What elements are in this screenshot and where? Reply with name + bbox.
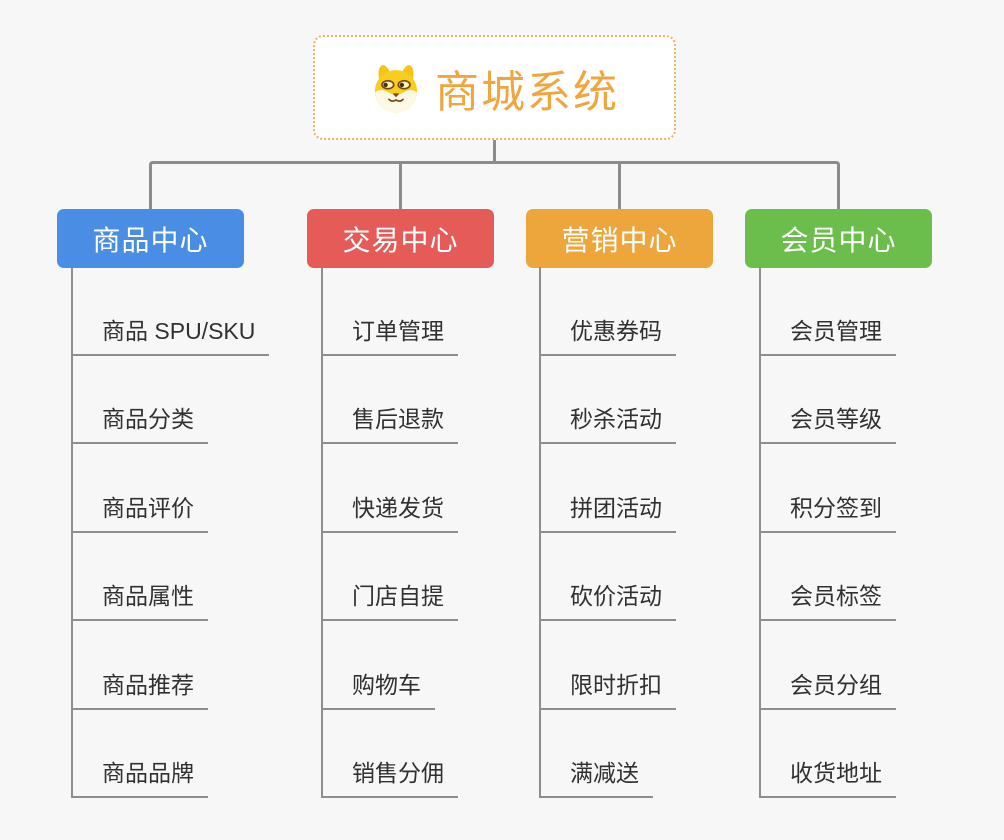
branch-label: 交易中心 [342,224,459,256]
item-label: 秒杀活动 [539,400,676,444]
item-label: 会员等级 [759,400,896,444]
item-label: 商品评价 [71,489,208,533]
branch-label: 会员中心 [780,224,897,256]
item-label: 快递发货 [321,489,458,533]
branch-node-marketing-center[interactable]: 营销中心 [526,209,713,268]
item-label: 商品 SPU/SKU [71,312,270,356]
list-item[interactable]: 会员标签 [759,533,1004,621]
branch-node-product-center[interactable]: 商品中心 [57,209,244,268]
list-item[interactable]: 商品 SPU/SKU [71,267,331,356]
item-label: 会员分组 [759,666,896,710]
list-item[interactable]: 满减送 [539,710,799,798]
item-label: 商品分类 [71,400,208,444]
item-label: 砍价活动 [539,577,676,621]
trunk-line [71,267,73,798]
item-label: 收货地址 [759,754,896,798]
list-item[interactable]: 订单管理 [321,267,581,356]
list-item[interactable]: 会员等级 [759,356,1004,444]
item-label: 售后退款 [321,400,458,444]
list-item[interactable]: 优惠券码 [539,267,799,356]
list-item[interactable]: 会员分组 [759,621,1004,710]
list-item[interactable]: 门店自提 [321,533,581,621]
list-item[interactable]: 积分签到 [759,444,1004,533]
list-item[interactable]: 商品评价 [71,444,331,533]
branch-node-trade-center[interactable]: 交易中心 [307,209,494,268]
trunk-line [539,267,541,798]
list-item[interactable]: 会员管理 [759,267,1004,356]
item-label: 商品属性 [71,577,208,621]
trunk-line [759,267,761,798]
branch-children-product-center: 商品 SPU/SKU 商品分类 商品评价 商品属性 商品推荐 商品品牌 [71,267,331,798]
item-label: 商品品牌 [71,754,208,798]
item-label: 积分签到 [759,489,896,533]
branch-children-marketing-center: 优惠券码 秒杀活动 拼团活动 砍价活动 限时折扣 满减送 [539,267,799,798]
list-item[interactable]: 收货地址 [759,710,1004,798]
item-label: 门店自提 [321,577,458,621]
list-item[interactable]: 商品分类 [71,356,331,444]
branch-label: 营销中心 [561,224,678,256]
shiba-dog-icon [374,64,418,112]
item-label: 商品推荐 [71,666,208,710]
list-item[interactable]: 售后退款 [321,356,581,444]
branch-children-member-center: 会员管理 会员等级 积分签到 会员标签 会员分组 收货地址 [759,267,1004,798]
item-label: 优惠券码 [539,312,676,356]
list-item[interactable]: 商品推荐 [71,621,331,710]
list-item[interactable]: 商品品牌 [71,710,331,798]
list-item[interactable]: 商品属性 [71,533,331,621]
branch-children-trade-center: 订单管理 售后退款 快递发货 门店自提 购物车 销售分佣 [321,267,581,798]
list-item[interactable]: 购物车 [321,621,581,710]
root-title: 商城系统 [435,67,619,117]
list-item[interactable]: 限时折扣 [539,621,799,710]
trunk-line [321,267,323,798]
branch-node-member-center[interactable]: 会员中心 [745,209,932,268]
root-node[interactable]: 商城系统 [313,35,676,140]
item-label: 购物车 [321,666,435,710]
item-label: 会员管理 [759,312,896,356]
list-item[interactable]: 销售分佣 [321,710,581,798]
list-item[interactable]: 砍价活动 [539,533,799,621]
item-label: 拼团活动 [539,489,676,533]
list-item[interactable]: 快递发货 [321,444,581,533]
item-label: 会员标签 [759,577,896,621]
item-label: 订单管理 [321,312,458,356]
list-item[interactable]: 拼团活动 [539,444,799,533]
item-label: 限时折扣 [539,666,676,710]
item-label: 满减送 [539,754,653,798]
item-label: 销售分佣 [321,754,458,798]
branch-label: 商品中心 [92,224,209,256]
list-item[interactable]: 秒杀活动 [539,356,799,444]
